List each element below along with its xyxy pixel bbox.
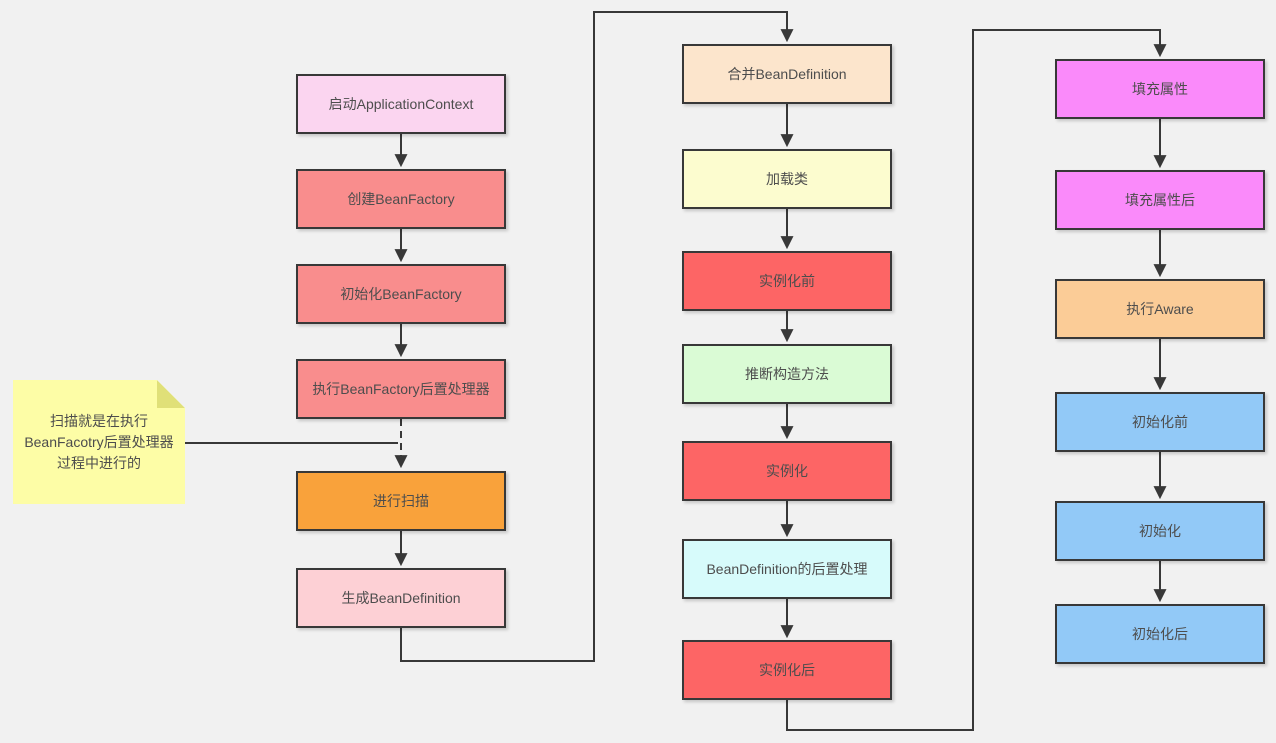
node-execute-aware[interactable]: 执行Aware bbox=[1055, 279, 1265, 339]
note-line: 扫描就是在执行 bbox=[50, 412, 148, 429]
node-infer-constructor[interactable]: 推断构造方法 bbox=[682, 344, 892, 404]
node-initialization[interactable]: 初始化 bbox=[1055, 501, 1265, 561]
node-load-class[interactable]: 加载类 bbox=[682, 149, 892, 209]
node-init-beanfactory[interactable]: 初始化BeanFactory bbox=[296, 264, 506, 324]
node-beandefinition-postprocess[interactable]: BeanDefinition的后置处理 bbox=[682, 539, 892, 599]
note-line: 过程中进行的 bbox=[57, 454, 141, 471]
edge-afterinst-to-populate bbox=[786, 29, 1167, 731]
note-line: BeanFacotry后置处理器 bbox=[24, 433, 174, 450]
node-after-initialization[interactable]: 初始化后 bbox=[1055, 604, 1265, 664]
node-generate-beandefinition[interactable]: 生成BeanDefinition bbox=[296, 568, 506, 628]
node-after-instantiation[interactable]: 实例化后 bbox=[682, 640, 892, 700]
node-before-initialization[interactable]: 初始化前 bbox=[1055, 392, 1265, 452]
node-populate-properties[interactable]: 填充属性 bbox=[1055, 59, 1265, 119]
sticky-note-text: 扫描就是在执行 BeanFacotry后置处理器 过程中进行的 bbox=[24, 411, 173, 474]
sticky-note[interactable]: 扫描就是在执行 BeanFacotry后置处理器 过程中进行的 bbox=[13, 380, 185, 504]
node-instantiation[interactable]: 实例化 bbox=[682, 441, 892, 501]
node-merge-beandefinition[interactable]: 合并BeanDefinition bbox=[682, 44, 892, 104]
node-start-applicationcontext[interactable]: 启动ApplicationContext bbox=[296, 74, 506, 134]
node-scan[interactable]: 进行扫描 bbox=[296, 471, 506, 531]
edge-generate-to-merge bbox=[400, 11, 794, 662]
node-after-populate-properties[interactable]: 填充属性后 bbox=[1055, 170, 1265, 230]
node-beanfactory-postprocessor[interactable]: 执行BeanFactory后置处理器 bbox=[296, 359, 506, 419]
node-create-beanfactory[interactable]: 创建BeanFactory bbox=[296, 169, 506, 229]
node-before-instantiation[interactable]: 实例化前 bbox=[682, 251, 892, 311]
